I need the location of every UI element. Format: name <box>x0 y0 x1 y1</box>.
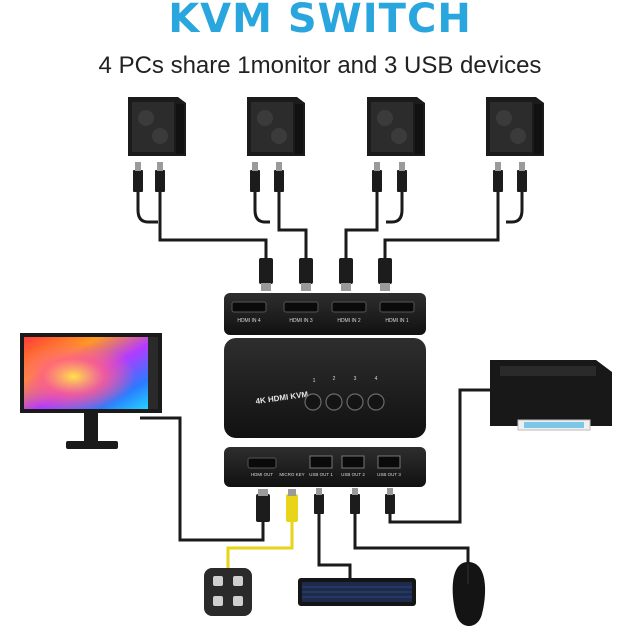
switch-button-4[interactable] <box>367 393 385 411</box>
pc-1 <box>128 97 186 156</box>
pc-cables <box>136 192 524 258</box>
mouse <box>452 562 486 626</box>
output-plugs <box>256 488 395 522</box>
printer <box>490 360 612 431</box>
usb-out-2-label: USB OUT 2 <box>341 472 365 477</box>
usb-out-3-label: USB OUT 3 <box>377 472 401 477</box>
hdmi-plugs-in <box>259 258 392 291</box>
led-label-1: 1 <box>313 378 316 384</box>
switch-button-2[interactable] <box>325 393 343 411</box>
pc-4 <box>486 97 544 156</box>
keyboard <box>298 578 416 606</box>
led-label-2: 2 <box>333 376 336 382</box>
hdmi-in-1-label: HDMI IN 1 <box>385 318 409 324</box>
kvm-switch-body: 4K HDMI KVM 1 2 3 4 <box>224 338 426 438</box>
pc-3 <box>367 97 425 156</box>
led-label-4: 4 <box>375 376 378 382</box>
page-title: KVM SWITCH <box>168 0 472 42</box>
hdmi-in-4-label: HDMI IN 4 <box>237 318 261 324</box>
output-cables <box>140 388 490 578</box>
micro-key-label: MICRO KEY <box>279 472 304 477</box>
wired-controller <box>204 568 252 616</box>
kvm-input-panel: HDMI IN 4 HDMI IN 3 HDMI IN 2 HDMI IN 1 <box>224 293 426 335</box>
switch-button-1[interactable] <box>304 393 322 411</box>
page-subtitle: 4 PCs share 1monitor and 3 USB devices <box>98 52 542 79</box>
usb-out-1-label: USB OUT 1 <box>309 472 333 477</box>
hdmi-in-2-label: HDMI IN 2 <box>337 318 361 324</box>
usb-connectors-top <box>133 162 527 192</box>
hdmi-out-label: HDMI OUT <box>251 472 273 477</box>
hdmi-in-3-label: HDMI IN 3 <box>289 318 313 324</box>
monitor <box>20 333 162 449</box>
kvm-output-panel: HDMI OUT MICRO KEY USB OUT 1 USB OUT 2 U… <box>224 447 426 487</box>
led-label-3: 3 <box>354 376 357 382</box>
switch-button-3[interactable] <box>346 393 364 411</box>
pc-2 <box>247 97 305 156</box>
